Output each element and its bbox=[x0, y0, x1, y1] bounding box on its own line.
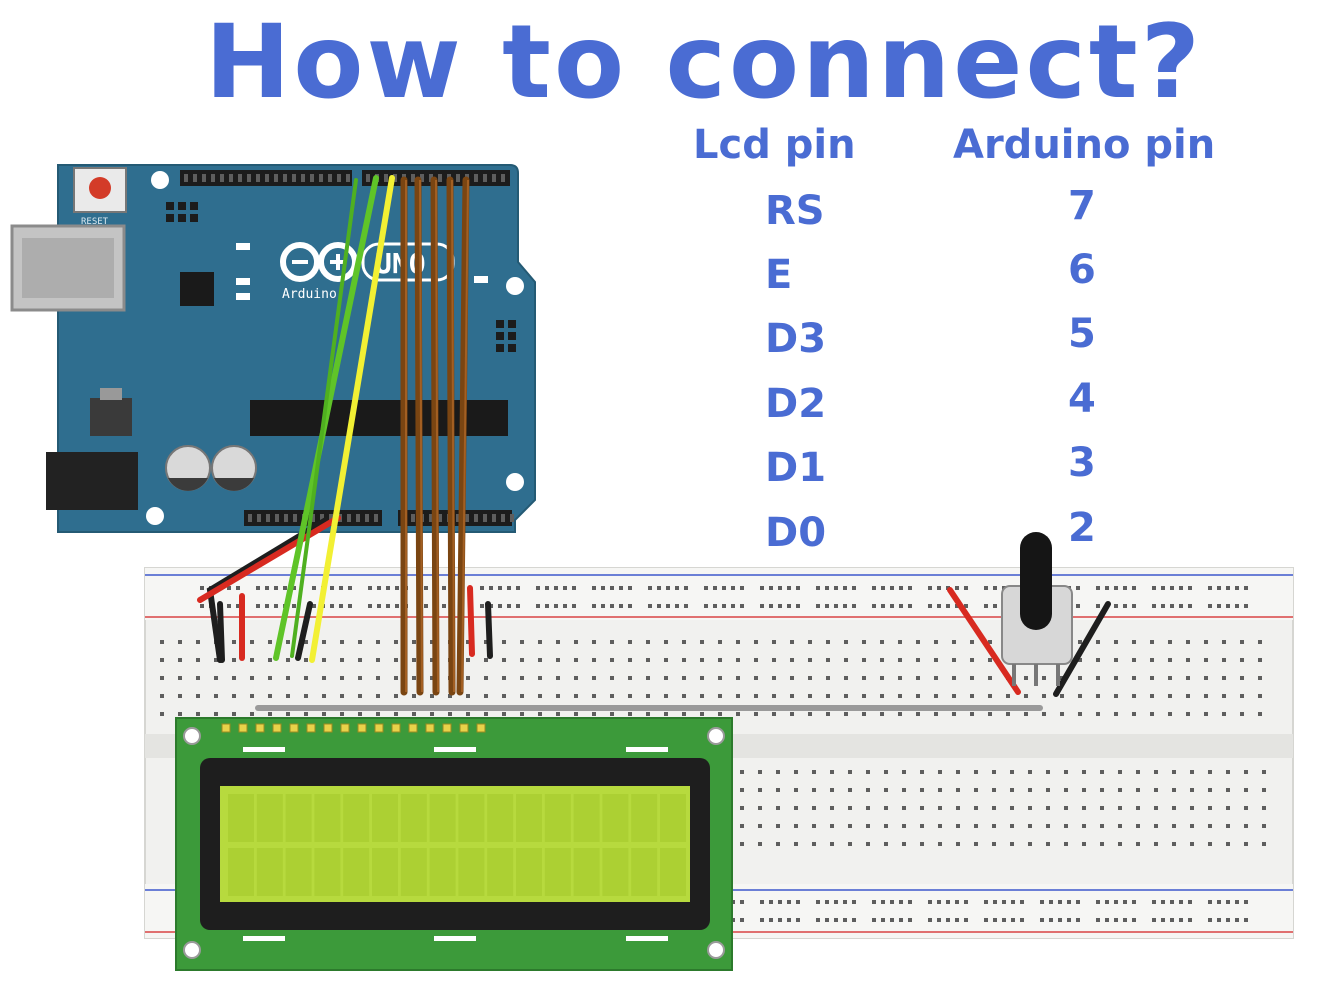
microcontroller-chip bbox=[250, 400, 508, 436]
wire-red-pot bbox=[947, 587, 1021, 695]
arduino-board: RESET bbox=[10, 164, 536, 533]
lcd-pin-e: E bbox=[765, 252, 793, 298]
arduino-pin-6: 6 bbox=[1068, 247, 1096, 293]
lcd-pin-d3: D3 bbox=[765, 316, 827, 362]
lcd-pin-d1: D1 bbox=[765, 445, 827, 491]
wire-yellow-e bbox=[309, 175, 395, 663]
lcd-module bbox=[175, 717, 733, 971]
breadboard-lower-holes bbox=[740, 770, 1266, 846]
reset-label: RESET bbox=[81, 217, 109, 227]
arduino-pin-7: 7 bbox=[1068, 183, 1096, 229]
wire-black-pot bbox=[1053, 601, 1111, 697]
lcd-pin-header: Lcd pin bbox=[693, 122, 856, 168]
potentiometer bbox=[1001, 532, 1073, 686]
arduino-brand-label: Arduino bbox=[282, 287, 337, 302]
power-jack bbox=[46, 452, 138, 510]
page-title: How to connect? bbox=[205, 3, 1203, 122]
lcd-pin-d0: D0 bbox=[765, 510, 827, 556]
arduino-pin-3: 3 bbox=[1068, 440, 1096, 486]
arduino-pin-header: Arduino pin bbox=[953, 122, 1216, 168]
wires bbox=[197, 175, 1111, 697]
arduino-logo: UNO Arduino bbox=[280, 242, 455, 302]
arduino-pin-2: 2 bbox=[1068, 505, 1096, 551]
wire-brown-data-bus bbox=[400, 176, 470, 696]
lcd-pin-rs: RS bbox=[765, 188, 825, 234]
arduino-pin-5: 5 bbox=[1068, 311, 1096, 357]
wire-red-5v bbox=[197, 515, 341, 603]
lcd-pin-d2: D2 bbox=[765, 381, 827, 427]
arduino-pin-4: 4 bbox=[1068, 376, 1096, 422]
wire-black-gnd bbox=[206, 517, 329, 663]
